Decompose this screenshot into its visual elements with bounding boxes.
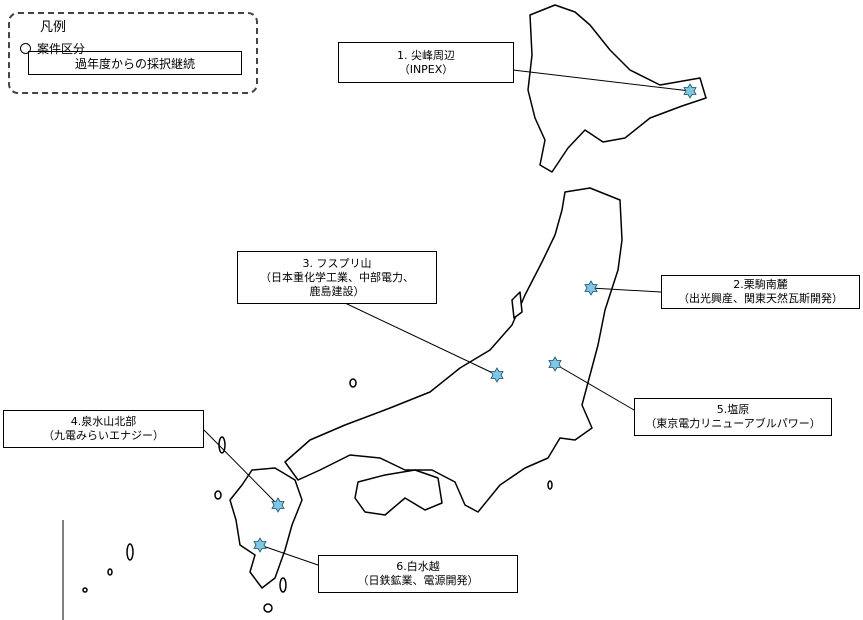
legend-category: 案件区分: [20, 40, 85, 57]
circle-icon: [20, 43, 31, 54]
sado-island: [511, 291, 523, 319]
yakushima: [263, 603, 273, 613]
site-name: 5.塩原: [716, 403, 750, 416]
goto: [214, 490, 222, 500]
miyako-island: [82, 587, 88, 593]
site-org: （東京電力リニューアブルパワー）: [645, 417, 821, 430]
site-org-continued: 鹿島建設）: [309, 284, 365, 298]
site-label-5: 5.塩原 （東京電力リニューアブルパワー）: [634, 398, 832, 436]
legend-category-label: 案件区分: [37, 42, 86, 56]
site-marker-3-star-icon[interactable]: [490, 367, 504, 383]
site-name: 2.栗駒南麓: [733, 278, 788, 291]
site-org: （INPEX）: [398, 62, 454, 76]
site-org: （九電みらいエナジー）: [43, 429, 164, 442]
honshu: [284, 187, 623, 513]
legend-title: 凡例: [34, 16, 73, 35]
okinawa-island: [126, 543, 134, 561]
site-marker-4-star-icon[interactable]: [271, 497, 285, 513]
legend: 凡例 案件区分 過年度からの採択継続: [8, 12, 258, 94]
leader-line-4: [203, 429, 279, 506]
hokkaido: [527, 4, 707, 173]
site-label-2: 2.栗駒南麓 （出光興産、関東天然瓦斯開発）: [661, 275, 860, 309]
site-marker-2-star-icon[interactable]: [584, 280, 598, 296]
leader-line-3: [344, 302, 498, 376]
site-label-3: 3. フスプリ山 （日本重化学工業、中部電力、 鹿島建設）: [237, 251, 437, 304]
site-marker-6-star-icon[interactable]: [253, 537, 267, 553]
okinawa-island-small: [107, 568, 113, 576]
leader-line-5: [554, 363, 635, 411]
site-org: （出光興産、関東天然瓦斯開発）: [678, 292, 843, 305]
site-org: （日鉄鉱業、電源開発）: [357, 574, 479, 587]
leader-line-2: [590, 287, 662, 293]
site-marker-1-star-icon[interactable]: [683, 83, 697, 99]
site-org: （日本重化学工業、中部電力、: [260, 270, 414, 284]
site-label-1: 1. 尖峰周辺 （INPEX）: [338, 42, 514, 83]
site-name: 6.白水越: [396, 560, 440, 573]
site-label-4: 4.泉水山北部 （九電みらいエナジー）: [3, 410, 204, 448]
leader-line-6: [259, 544, 319, 566]
izu-island: [547, 480, 553, 490]
shikoku: [354, 469, 443, 516]
site-name: 4.泉水山北部: [70, 415, 137, 428]
site-marker-5-star-icon[interactable]: [548, 356, 562, 372]
site-label-6: 6.白水越 （日鉄鉱業、電源開発）: [318, 555, 518, 593]
oki-island: [349, 378, 357, 388]
legend-category-item: 過年度からの採択継続: [28, 51, 242, 75]
kyushu: [229, 467, 303, 589]
site-name: 3. フスプリ山: [302, 256, 372, 270]
site-name: 1. 尖峰周辺: [397, 48, 455, 62]
leader-line-1: [512, 69, 691, 92]
tanegashima: [279, 577, 287, 593]
